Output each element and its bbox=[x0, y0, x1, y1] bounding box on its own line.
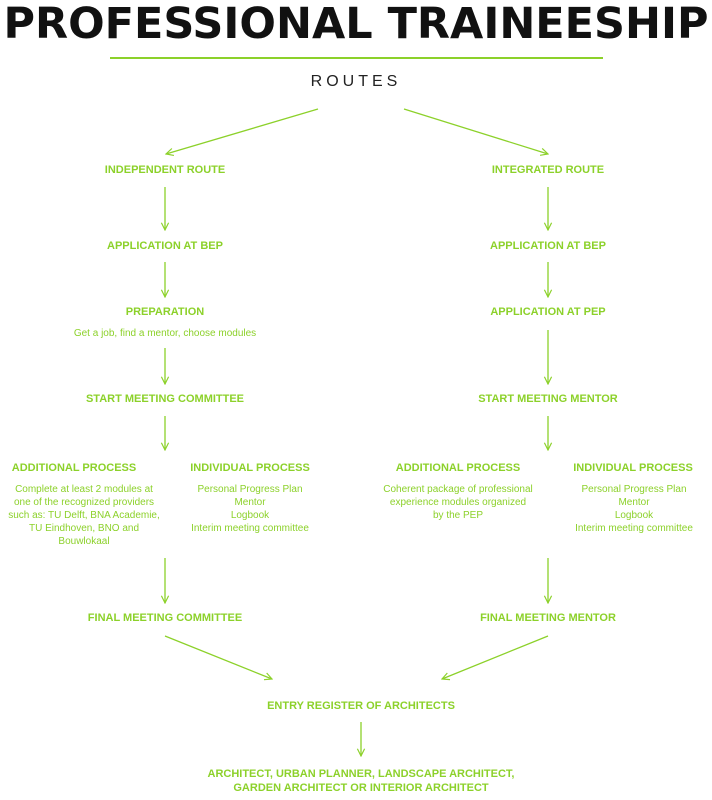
integrated-individual-desc: Personal Progress Plan Mentor Logbook In… bbox=[575, 484, 693, 534]
arrow-to-independent-route bbox=[166, 108, 319, 154]
integrated-route: INTEGRATED ROUTE bbox=[491, 164, 605, 176]
integrated-final-meeting: FINAL MEETING MENTOR bbox=[480, 612, 616, 624]
arrow-to-integrated-route bbox=[403, 108, 548, 154]
independent-final-meeting: FINAL MEETING COMMITTEE bbox=[87, 612, 243, 624]
independent-additional-desc: Complete at least 2 modules at one of th… bbox=[8, 484, 160, 547]
outcome-line-1: ARCHITECT, URBAN PLANNER, LANDSCAPE ARCH… bbox=[207, 768, 515, 780]
independent-start-meeting: START MEETING COMMITTEE bbox=[85, 393, 245, 405]
arrow-ind-to-entry bbox=[164, 635, 272, 679]
page-title: PROFESSIONAL TRAINEESHIP bbox=[3, 0, 709, 49]
outcome-line-2: GARDEN ARCHITECT OR INTERIOR ARCHITECT bbox=[233, 782, 489, 794]
integrated-additional-desc: Coherent package of professional experie… bbox=[383, 484, 533, 521]
title-divider bbox=[110, 57, 603, 59]
arrow-int-to-entry bbox=[442, 635, 549, 679]
integrated-application-pep: APPLICATION AT PEP bbox=[490, 306, 606, 318]
independent-additional-process: ADDITIONAL PROCESS bbox=[11, 462, 137, 474]
integrated-additional-process: ADDITIONAL PROCESS bbox=[395, 462, 521, 474]
independent-route: INDEPENDENT ROUTE bbox=[104, 164, 226, 176]
routes-subtitle: ROUTES bbox=[310, 73, 402, 90]
independent-application-bep: APPLICATION AT BEP bbox=[107, 240, 223, 252]
independent-preparation-desc: Get a job, find a mentor, choose modules bbox=[73, 328, 257, 339]
outcome-professions: ARCHITECT, URBAN PLANNER, LANDSCAPE ARCH… bbox=[156, 767, 566, 795]
integrated-application-bep: APPLICATION AT BEP bbox=[490, 240, 606, 252]
integrated-individual-process: INDIVIDUAL PROCESS bbox=[573, 462, 693, 474]
entry-register: ENTRY REGISTER OF ARCHITECTS bbox=[267, 700, 455, 712]
independent-individual-desc: Personal Progress Plan Mentor Logbook In… bbox=[191, 484, 309, 534]
independent-preparation: PREPARATION bbox=[125, 306, 205, 318]
integrated-start-meeting: START MEETING MENTOR bbox=[478, 393, 618, 405]
independent-individual-process: INDIVIDUAL PROCESS bbox=[190, 462, 310, 474]
